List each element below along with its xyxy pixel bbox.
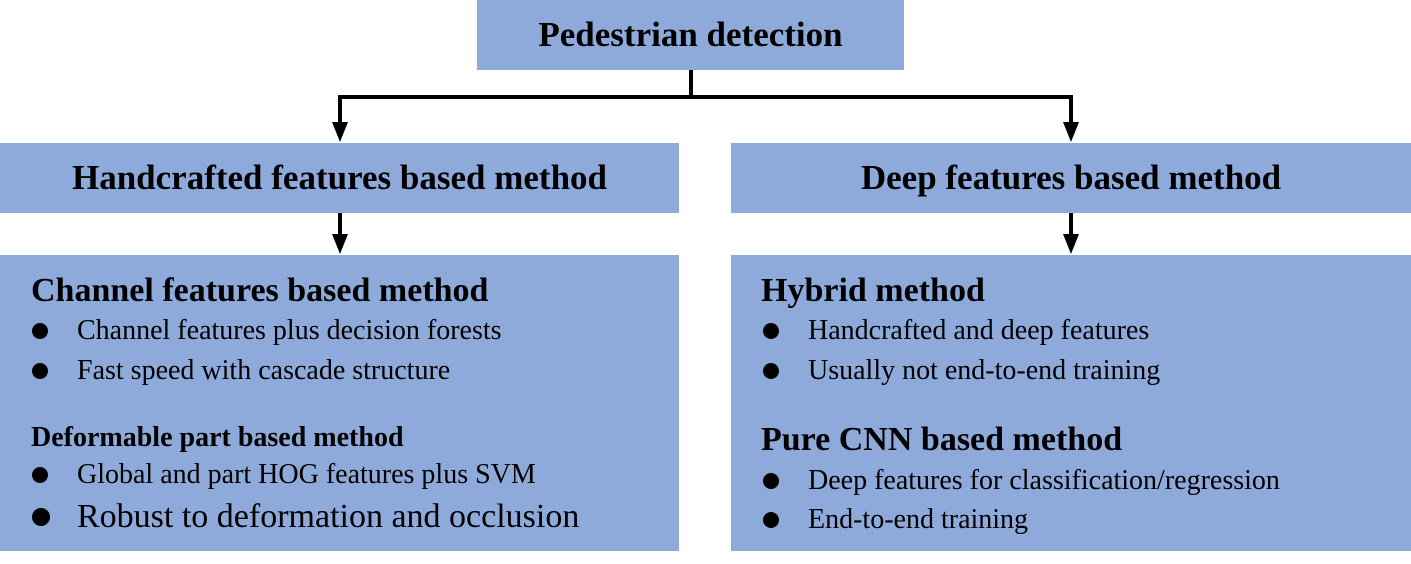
bullet-icon: [763, 473, 779, 489]
bullet-text: Robust to deformation and occlusion: [77, 498, 580, 535]
list-item: Robust to deformation and occlusion: [32, 498, 579, 536]
right-branch-arrow-icon: [1063, 122, 1079, 142]
list-item: Usually not end-to-end training: [763, 355, 1160, 387]
bullet-icon: [32, 363, 48, 379]
bullet-text: Global and part HOG features plus SVM: [77, 459, 536, 490]
pure-cnn-title: Pure CNN based method: [761, 421, 1123, 458]
deep-node: Deep features based method: [731, 143, 1411, 213]
right-detail-arrow-icon: [1063, 234, 1079, 254]
bullet-text: Channel features plus decision forests: [77, 315, 502, 346]
list-item: Fast speed with cascade structure: [32, 355, 450, 387]
bullet-text: End-to-end training: [808, 504, 1029, 535]
handcrafted-detail-box: Channel features based method Channel fe…: [0, 255, 679, 551]
handcrafted-label: Handcrafted features based method: [71, 158, 607, 197]
list-item: Channel features plus decision forests: [32, 315, 502, 347]
bullet-icon: [32, 508, 50, 526]
hybrid-method-title: Hybrid method: [761, 272, 985, 309]
bullet-text: Usually not end-to-end training: [808, 355, 1161, 386]
list-item: Deep features for classification/regress…: [763, 465, 1280, 497]
bullet-text: Fast speed with cascade structure: [77, 355, 451, 386]
root-node: Pedestrian detection: [477, 0, 904, 70]
bullet-text: Handcrafted and deep features: [808, 315, 1150, 346]
left-detail-arrow-icon: [332, 234, 348, 254]
left-branch-arrow-icon: [332, 122, 348, 142]
root-label: Pedestrian detection: [538, 15, 843, 54]
list-item: Handcrafted and deep features: [763, 315, 1149, 347]
list-item: Global and part HOG features plus SVM: [32, 459, 536, 491]
bullet-icon: [763, 323, 779, 339]
bullet-icon: [763, 512, 779, 528]
bullet-text: Deep features for classification/regress…: [808, 465, 1280, 496]
handcrafted-node: Handcrafted features based method: [0, 143, 679, 213]
bullet-icon: [32, 323, 48, 339]
deformable-part-title: Deformable part based method: [31, 422, 404, 453]
bullet-icon: [32, 467, 48, 483]
list-item: End-to-end training: [763, 504, 1028, 536]
bullet-icon: [763, 363, 779, 379]
channel-features-title: Channel features based method: [31, 272, 489, 309]
deep-label: Deep features based method: [860, 158, 1282, 197]
deep-detail-box: Hybrid method Handcrafted and deep featu…: [731, 255, 1411, 551]
